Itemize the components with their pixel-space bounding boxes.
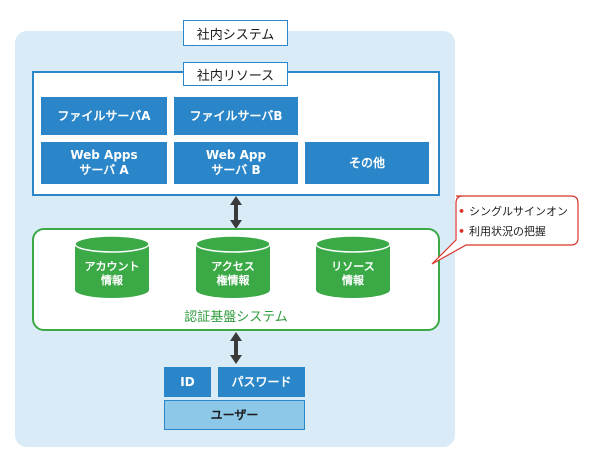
- resource-label-line2: サーバ B: [211, 163, 261, 177]
- database-label-line2: 情報: [342, 274, 364, 287]
- internal-system-title-text: 社内システム: [196, 27, 275, 43]
- credential-id: ID: [164, 367, 211, 397]
- credential-password: パスワード: [218, 367, 305, 397]
- resource-label-line1: Web Apps: [70, 148, 138, 162]
- database-label-line1: リソース: [331, 260, 375, 273]
- callout-item-text: 利用状況の把握: [469, 225, 547, 238]
- resource-web-app-server-b: Web App サーバ B: [174, 142, 298, 184]
- resource-file-server-b: ファイルサーバB: [174, 97, 298, 135]
- resource-label-line2: サーバ A: [79, 163, 129, 177]
- resource-other: その他: [305, 142, 429, 184]
- callout-item-sso: •シングルサインオン: [458, 203, 576, 219]
- user-label: ユーザー: [210, 407, 259, 422]
- database-account-label: アカウント 情報: [75, 260, 149, 288]
- resource-web-apps-server-a: Web Apps サーバ A: [41, 142, 167, 184]
- database-label-line2: 権情報: [216, 274, 250, 287]
- bullet-icon: •: [458, 205, 466, 218]
- callout-item-text: シングルサインオン: [469, 205, 569, 218]
- internal-system-title: 社内システム: [183, 20, 288, 46]
- database-access-label: アクセス 権情報: [196, 260, 270, 288]
- resource-label: ファイルサーバA: [57, 108, 151, 123]
- auth-platform-label: 認証基盤システム: [184, 310, 288, 325]
- credential-id-label: ID: [180, 374, 195, 389]
- database-resource-icon: [315, 235, 391, 298]
- resource-label: ファイルサーバB: [189, 108, 283, 123]
- database-access-icon: [195, 235, 271, 298]
- database-resource-label: リソース 情報: [316, 260, 390, 288]
- callout-item-usage: •利用状況の把握: [458, 223, 576, 239]
- user-box: ユーザー: [164, 400, 305, 430]
- internal-resources-title: 社内リソース: [183, 62, 288, 86]
- arrow-auth-user: [230, 332, 242, 364]
- database-account-icon: [74, 235, 150, 298]
- resource-file-server-a: ファイルサーバA: [41, 97, 167, 135]
- internal-resources-title-text: 社内リソース: [196, 68, 275, 84]
- resource-label-line1: Web App: [205, 148, 267, 162]
- database-label-line2: 情報: [101, 274, 123, 287]
- database-label-line1: アクセス: [211, 260, 255, 273]
- bullet-icon: •: [458, 225, 466, 238]
- database-label-line1: アカウント: [84, 260, 140, 273]
- arrow-resources-auth: [230, 196, 242, 229]
- resource-label: その他: [348, 155, 385, 170]
- credential-password-label: パスワード: [231, 374, 292, 389]
